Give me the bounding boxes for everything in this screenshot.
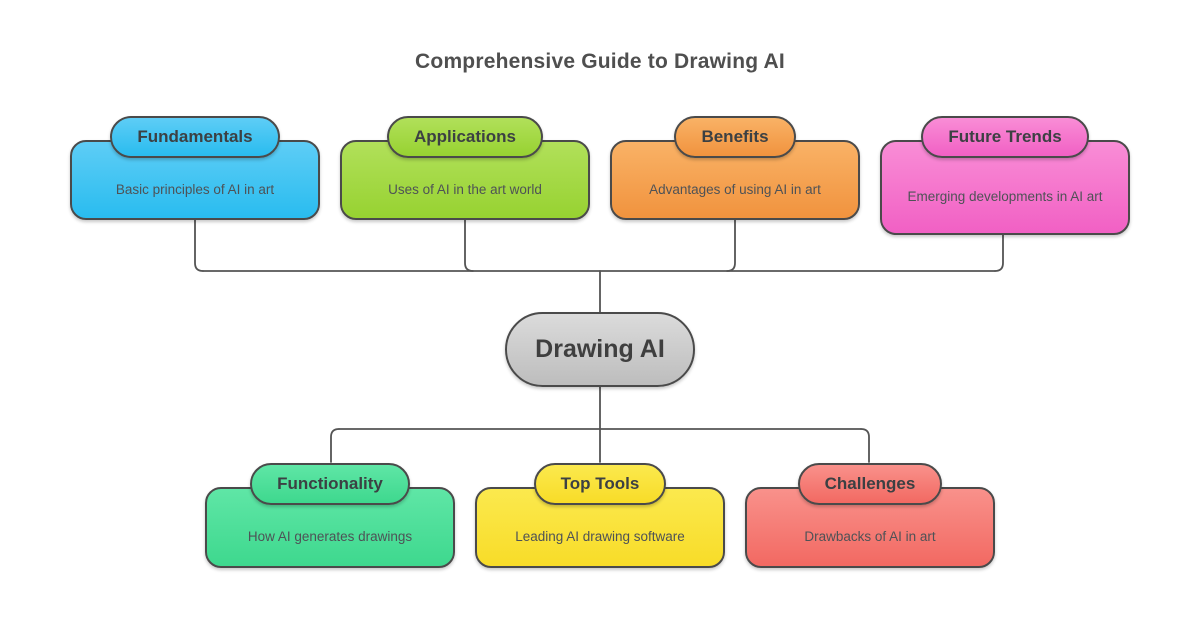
connector-top-applications [464,219,474,272]
node-fundamentals: Fundamentals Basic principles of AI in a… [70,116,320,220]
connector-top-fundamentals [194,219,204,272]
node-applications: Applications Uses of AI in the art world [340,116,590,220]
connector-top-future-trends [994,234,1004,272]
node-benefits: Benefits Advantages of using AI in art [610,116,860,220]
connector-top-benefits [726,219,736,272]
node-challenges-description: Drawbacks of AI in art [745,487,995,568]
node-functionality: Functionality How AI generates drawings [205,463,455,568]
node-challenges-label: Challenges [797,463,943,505]
node-future-trends-label: Future Trends [921,116,1089,158]
connector-bottom-challenges [860,428,870,463]
node-drawing-ai-label: Drawing AI [535,335,665,363]
connector-bottom-functionality [330,428,340,463]
node-top-tools-label: Top Tools [533,463,667,505]
node-fundamentals-label: Fundamentals [110,116,280,158]
node-top-tools: Top Tools Leading AI drawing software [475,463,725,568]
node-benefits-label: Benefits [674,116,796,158]
node-applications-label: Applications [386,116,543,158]
diagram-title: Comprehensive Guide to Drawing AI [415,50,785,73]
node-future-trends: Future Trends Emerging developments in A… [880,116,1130,235]
node-drawing-ai: Drawing AI [505,312,695,387]
node-functionality-label: Functionality [250,463,410,505]
node-challenges: Challenges Drawbacks of AI in art [745,463,995,568]
